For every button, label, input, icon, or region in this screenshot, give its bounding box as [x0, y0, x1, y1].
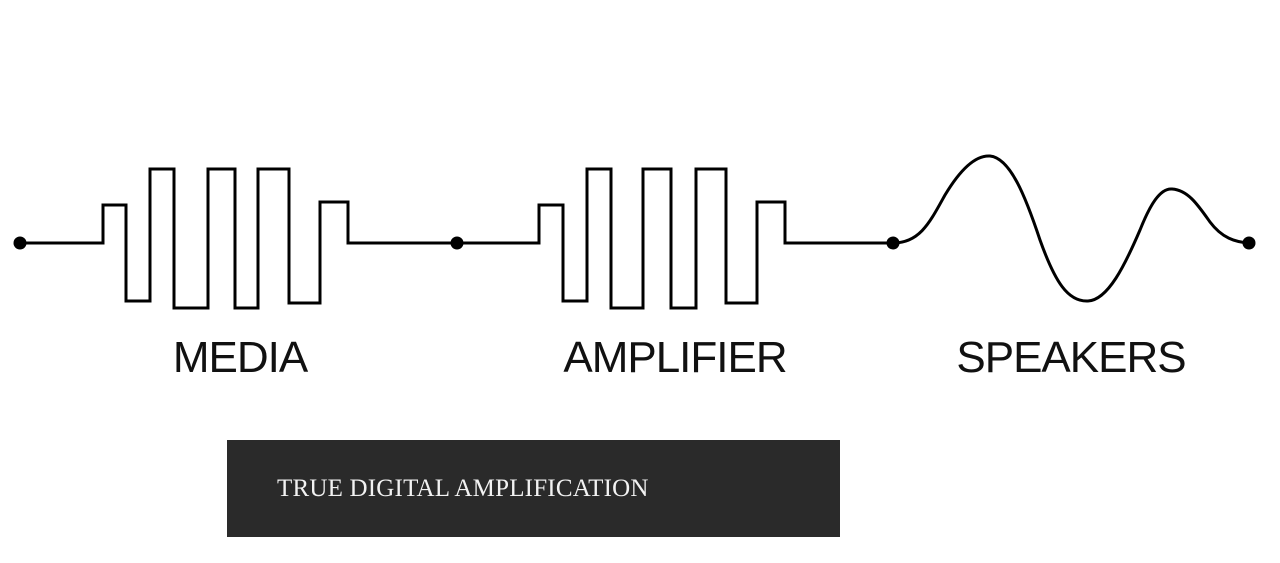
media-label: MEDIA: [173, 333, 309, 382]
speakers-label: SPEAKERS: [956, 333, 1185, 382]
amplifier-label: AMPLIFIER: [563, 333, 786, 382]
banner-text: TRUE DIGITAL AMPLIFICATION: [277, 474, 649, 502]
node-dot-media-amplifier: [450, 236, 464, 250]
node-dot-start: [13, 236, 27, 250]
speakers-sine-wave-icon: [891, 154, 1251, 303]
node-dot-amplifier-speakers: [886, 236, 900, 250]
true-digital-amplification-banner: TRUE DIGITAL AMPLIFICATION: [227, 440, 840, 537]
amplifier-square-wave-icon: [457, 167, 893, 310]
media-square-wave-icon: [20, 167, 457, 310]
node-dot-end: [1242, 236, 1256, 250]
